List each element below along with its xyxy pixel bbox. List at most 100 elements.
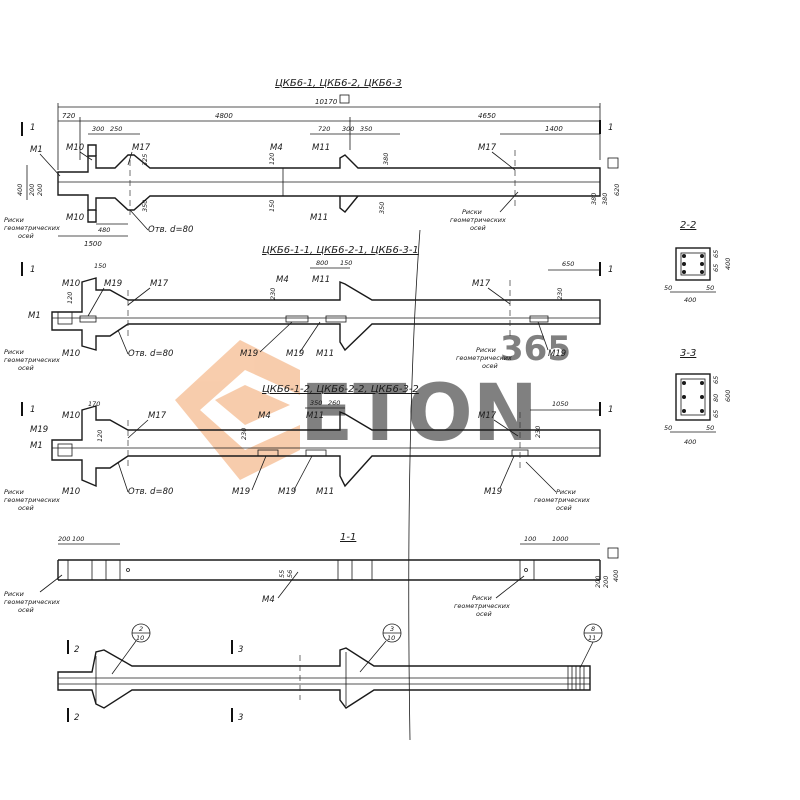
dim-325: 325: [141, 154, 149, 166]
label-m19-v3b: М19: [232, 487, 250, 497]
label-m17b: М17: [478, 143, 497, 153]
dim-400c: 400: [684, 296, 696, 304]
dim-150c: 150: [94, 262, 106, 270]
plate-m1-v3: [57, 443, 73, 457]
watermark-logo-inner: [215, 385, 290, 425]
label-riski-7c: осей: [18, 606, 34, 614]
dim-120c: 120: [96, 430, 104, 442]
label-m1-v2: М1: [28, 311, 41, 321]
label-m19-v3d: М19: [484, 487, 502, 497]
dim-120a: 120: [268, 153, 276, 165]
dim-4650: 4650: [478, 112, 496, 120]
label-m10-v3b: М10: [62, 487, 80, 497]
dim-170: 170: [88, 400, 100, 408]
section-2-2-title: 2-2: [680, 220, 696, 231]
callout-1: 2 10: [111, 623, 151, 675]
label-m19-v3a: М19: [30, 425, 48, 435]
dim-720a: 720: [62, 112, 76, 120]
callout-1-top: 2: [139, 625, 143, 633]
dim-1500: 1500: [84, 240, 102, 248]
label-m11a: М11: [312, 143, 330, 153]
callout-3: 8 11: [579, 623, 603, 669]
cut-1-right: 1: [608, 123, 613, 133]
dim-230d: 230: [534, 426, 542, 438]
section-3-3-title: 3-3: [680, 348, 696, 359]
callout-3-top: 8: [591, 625, 595, 633]
callout-2-bottom: 10: [387, 634, 395, 642]
dim-total: 10170: [315, 98, 338, 106]
label-riski-5a: Риски: [4, 488, 24, 496]
callout-2: 3 10: [359, 623, 402, 673]
label-m17-v2a: М17: [150, 279, 169, 289]
cut-2-top: 2: [74, 645, 79, 655]
label-m1: М1: [30, 145, 43, 155]
dim-350b: 350: [378, 202, 386, 214]
section-2-2: 2-2 50 50 400 65 65 400: [664, 220, 732, 304]
label-m19-v2b: М19: [240, 349, 258, 359]
cut-2-bottom: 2: [74, 713, 79, 723]
dim-230c: 230: [240, 428, 248, 440]
label-riski-2a: Риски: [462, 208, 482, 216]
dim-55: 55: [278, 570, 286, 578]
label-m17-v3b: М17: [478, 411, 497, 421]
watermark-logo-shape: [175, 340, 300, 480]
sheet-ref-icon-3: [607, 547, 619, 559]
label-riski-1c: осей: [18, 232, 34, 240]
label-riski-8c: осей: [476, 610, 492, 618]
plate-m1-v2: [57, 311, 73, 325]
dim-65c: 65: [712, 376, 720, 384]
view-2-title: ЦКБ6-1-1, ЦКБ6-2-1, ЦКБ6-3-1: [262, 245, 419, 256]
label-m17a: М17: [132, 143, 151, 153]
label-m11-v2a: М11: [312, 275, 330, 285]
label-m4-s11: М4: [262, 595, 275, 605]
dim-1050: 1050: [552, 400, 569, 408]
cut-3-bottom: 3: [238, 713, 243, 723]
plan-view: 2 10 3 10 8 11 2 2 3 3: [57, 623, 603, 723]
label-riski-1a: Риски: [4, 216, 24, 224]
dim-50c: 50: [664, 424, 672, 432]
dim-300a: 300: [92, 125, 104, 133]
dim-50d: 50: [706, 424, 714, 432]
label-m11-v2b: М11: [316, 349, 334, 359]
dim-250: 250: [110, 125, 122, 133]
dim-400e: 400: [684, 438, 696, 446]
label-riski-5c: осей: [18, 504, 34, 512]
dim-230b: 230: [556, 288, 564, 300]
label-riski-6c: осей: [556, 504, 572, 512]
label-m17-v3a: М17: [148, 411, 167, 421]
dim-620a: 620: [613, 184, 621, 196]
label-riski-4c: осей: [482, 362, 498, 370]
label-m11-v3b: М11: [316, 487, 334, 497]
label-m19-v2a: М19: [104, 279, 122, 289]
dim-200a: 200: [28, 184, 36, 196]
label-riski-2c: осей: [470, 224, 486, 232]
cut-1-left-v3: 1: [30, 405, 35, 415]
dim-50b: 50: [706, 284, 714, 292]
dim-400a: 400: [16, 184, 24, 196]
dim-350a: 350: [360, 125, 372, 133]
hole-mark-1: [126, 568, 130, 572]
label-m19-v3c: М19: [278, 487, 296, 497]
dim-100b: 100: [524, 535, 536, 543]
dim-4800: 4800: [215, 112, 233, 120]
dim-1000: 1000: [552, 535, 569, 543]
dim-350c: 350: [141, 200, 149, 212]
dim-350d: 350: [310, 399, 322, 407]
plate-m19-v3a: [257, 449, 279, 457]
label-m17-v2b: М17: [472, 279, 491, 289]
plate-m19-v3b: [305, 449, 327, 457]
dim-300b: 300: [342, 125, 354, 133]
label-m10a: М10: [66, 143, 84, 153]
callout-3-bottom: 11: [588, 634, 596, 642]
callout-1-bottom: 10: [136, 634, 144, 642]
label-m11b: М11: [310, 213, 328, 223]
view-3: ЦКБ6-1-2, ЦКБ6-2-2, ЦКБ6-3-2 170 350 260…: [4, 384, 613, 512]
label-riski-7b: геометрических: [4, 598, 60, 606]
hole-mark-2: [524, 568, 528, 572]
dim-50a: 50: [664, 284, 672, 292]
cut-3-top: 3: [238, 645, 243, 655]
cut-1-left: 1: [30, 123, 35, 133]
plate-m19-v2b: [285, 315, 309, 323]
dim-1400: 1400: [545, 125, 563, 133]
section-1-1-title: 1-1: [340, 532, 356, 543]
